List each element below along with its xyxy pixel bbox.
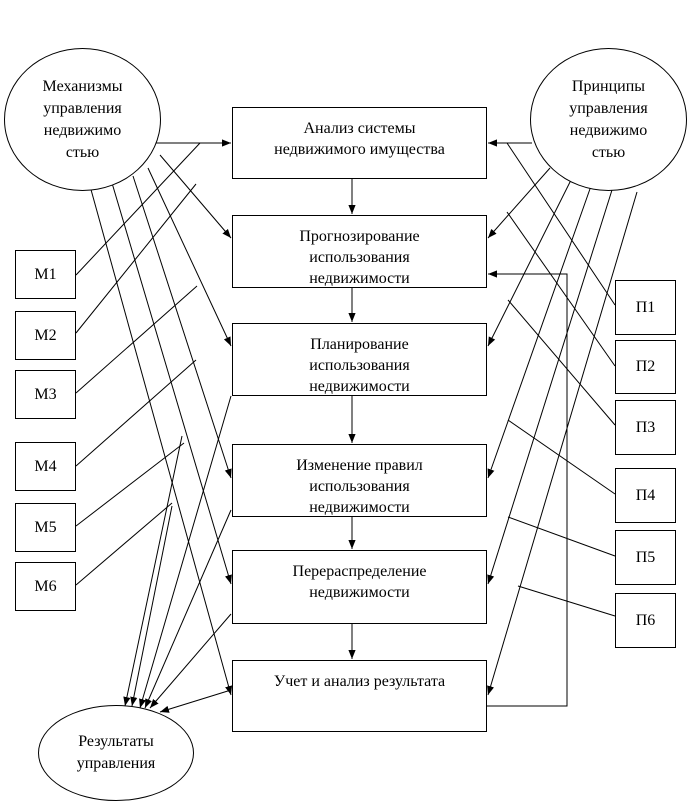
step-forecasting: Прогнозирование использования недвижимос… (232, 215, 487, 288)
m2-box: М2 (15, 311, 76, 360)
m5-link (75, 442, 185, 527)
princ-to-step2 (487, 167, 551, 239)
step-accounting: Учет и анализ результата (232, 660, 487, 732)
p5-link (507, 516, 616, 557)
m4-link (75, 359, 197, 467)
p6-box: П6 (615, 593, 676, 648)
mech-to-step5 (111, 182, 232, 585)
step-rule-change: Изменение правил использования недвижимо… (232, 444, 487, 517)
p3-link (507, 299, 616, 426)
p4-link (507, 419, 616, 495)
mech-to-step6 (89, 185, 233, 696)
mechanisms-ellipse: Механизмы управления недвижимо стью (4, 48, 161, 191)
p2-box: П2 (615, 340, 676, 394)
step-analysis: Анализ системы недвижимого имущества (232, 107, 487, 179)
mech-to-step2 (159, 154, 232, 239)
princ-to-step4 (487, 185, 592, 479)
m6-box: М6 (15, 562, 76, 611)
p2-link (506, 211, 616, 367)
princ-to-step3 (487, 179, 572, 347)
mech-to-results-1 (123, 435, 183, 707)
mech-to-step3 (147, 167, 232, 347)
m3-link (75, 285, 198, 394)
mech-to-results-2 (130, 505, 173, 707)
m4-box: М4 (15, 442, 76, 491)
results-ellipse: Результаты управления (38, 705, 194, 801)
p5-box: П5 (615, 530, 676, 585)
p3-box: П3 (615, 400, 676, 455)
p4-box: П4 (615, 468, 676, 523)
step-redistribution: Перераспределение недвижимости (232, 550, 487, 624)
p6-link (517, 585, 616, 617)
m5-box: М5 (15, 503, 76, 552)
princ-to-step5 (487, 189, 613, 585)
m1-box: М1 (15, 250, 76, 299)
step3-to-results (139, 395, 232, 709)
step5-to-results (149, 613, 232, 709)
princ-to-step6 (487, 191, 638, 696)
m2-link (75, 183, 197, 334)
m3-box: М3 (15, 370, 76, 419)
step6-to-results (159, 689, 232, 713)
step-planning: Планирование использования недвижимости (232, 323, 487, 396)
p1-link (506, 142, 616, 306)
feedback-loop (486, 270, 568, 707)
m6-link (75, 502, 173, 586)
principles-ellipse: Принципы управления недвижимо стью (530, 48, 687, 191)
mech-to-step4 (132, 175, 232, 479)
p1-box: П1 (615, 280, 676, 335)
step4-to-results (144, 509, 232, 709)
m1-link (75, 142, 201, 276)
